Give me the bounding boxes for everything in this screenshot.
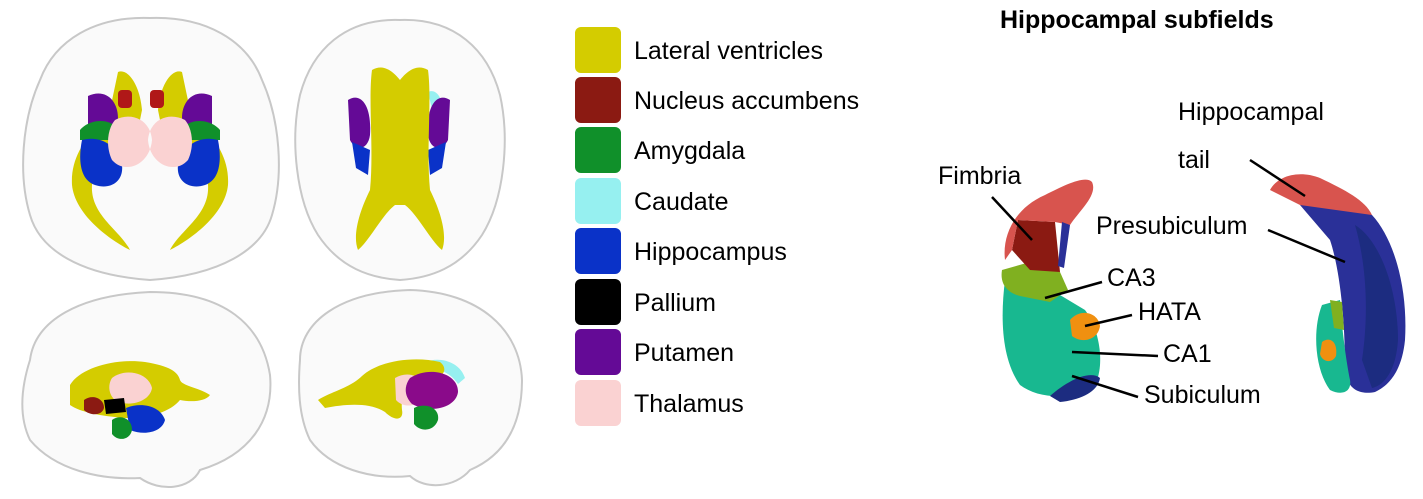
subfield-presubiculum xyxy=(1058,222,1070,268)
label-ca3: CA3 xyxy=(1107,264,1156,293)
label-hippocampal-tail-line1: Hippocampal xyxy=(1178,98,1324,127)
label-hippocampal-tail-line2: tail xyxy=(1178,146,1210,175)
hippocampus-model-a xyxy=(1002,180,1101,402)
label-fimbria: Fimbria xyxy=(938,162,1021,191)
label-presubiculum: Presubiculum xyxy=(1096,212,1247,241)
subfield-hata xyxy=(1320,340,1336,361)
hippocampus-model-b xyxy=(1270,174,1405,393)
label-ca1: CA1 xyxy=(1163,340,1212,369)
label-subiculum: Subiculum xyxy=(1144,381,1261,410)
label-hata: HATA xyxy=(1138,298,1201,327)
